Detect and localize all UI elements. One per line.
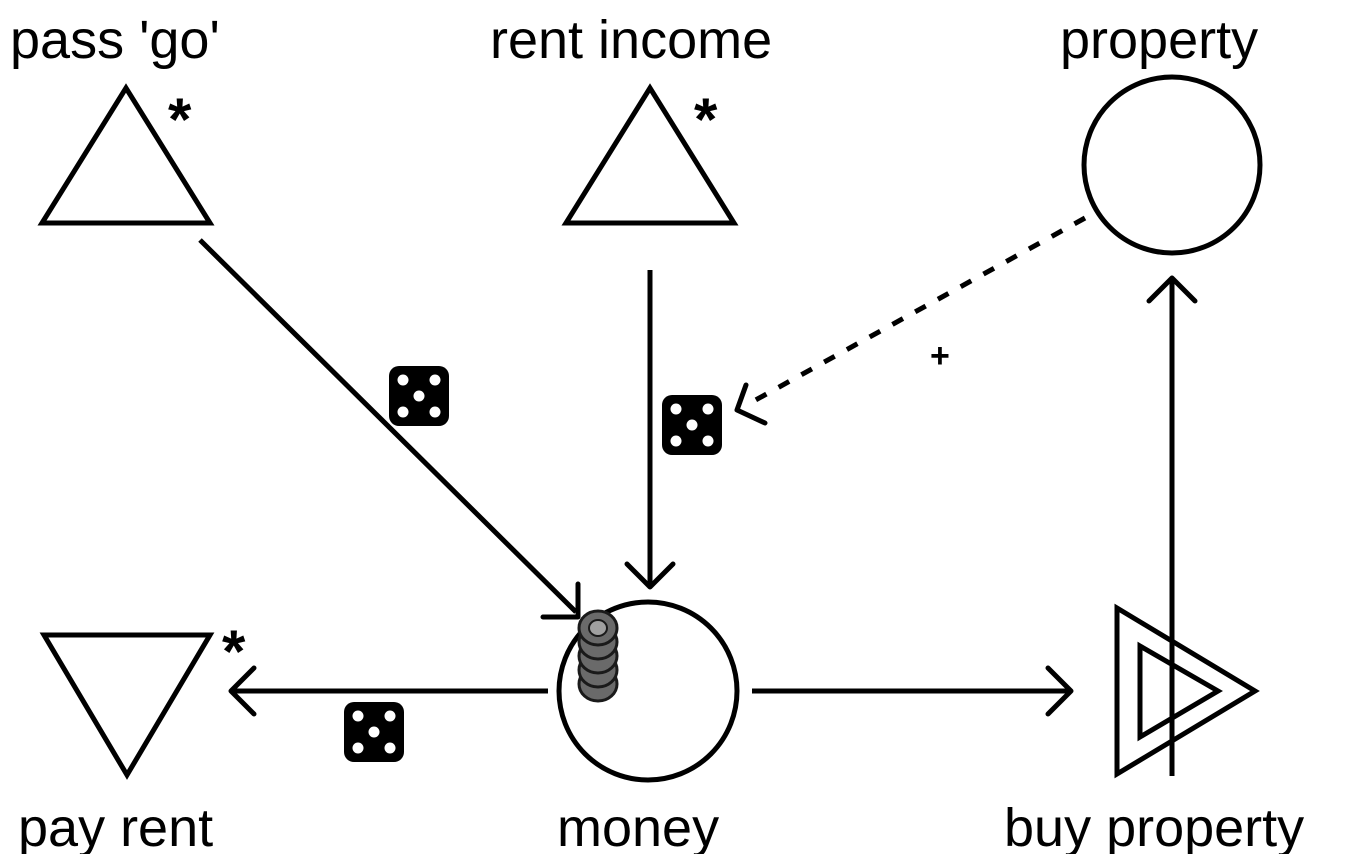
rent-income-label: rent income [490, 10, 772, 70]
buy-property-label: buy property [1004, 798, 1304, 854]
money-label: money [557, 798, 719, 854]
money-token-stack [577, 609, 619, 703]
edge-pass-go-to-money [198, 238, 581, 620]
edge-buy-property-to-property [1146, 275, 1198, 776]
die-icon [344, 702, 404, 762]
die-icon [662, 395, 722, 455]
edge-rent-income-to-money [624, 270, 676, 590]
pay-rent-drain [39, 632, 215, 780]
buy-property-converter [1114, 603, 1260, 779]
edge-money-to-buy-property [752, 665, 1074, 717]
die-icon [389, 366, 449, 426]
pass-go-start-marker: * [168, 86, 192, 153]
money-token-top [588, 619, 608, 637]
rent-income-start-marker: * [694, 86, 718, 153]
pass-go-label: pass 'go' [10, 10, 220, 70]
rent-income-source [561, 83, 739, 226]
property-label: property [1060, 10, 1258, 70]
edge-money-to-pay-rent [228, 665, 548, 717]
pay-rent-label: pay rent [18, 798, 213, 854]
edge-property-to-rent-modifier [734, 215, 1087, 426]
pay-rent-start-marker: * [222, 618, 246, 685]
property-pool [1081, 74, 1263, 256]
dashed-edge-plus-label: + [930, 337, 950, 375]
pass-go-source [37, 83, 215, 226]
